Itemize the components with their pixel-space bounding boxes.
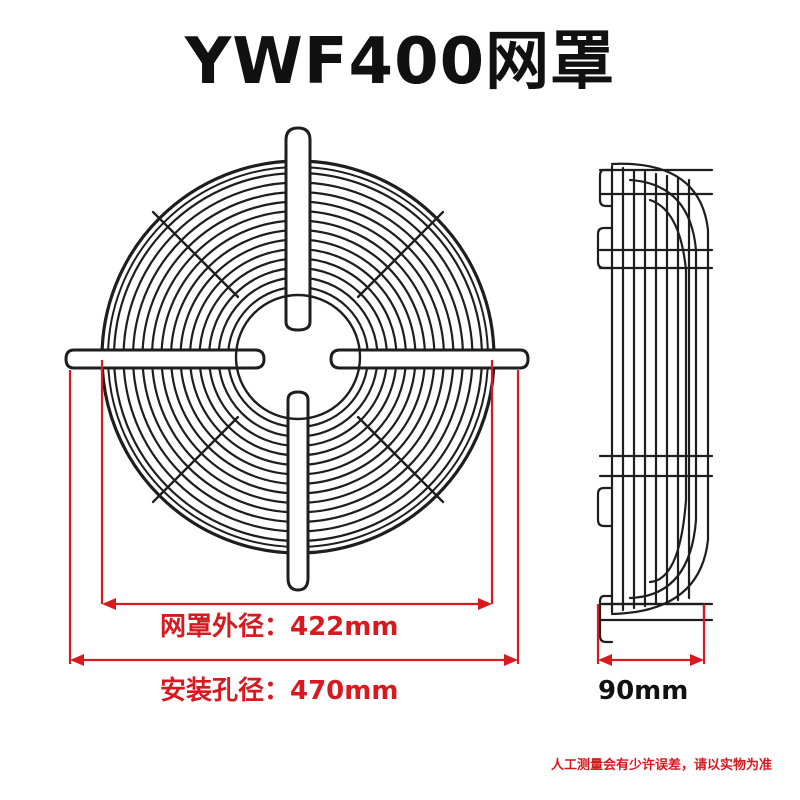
fan-guard-side-view bbox=[596, 162, 714, 644]
fan-guard-front-view bbox=[64, 126, 530, 592]
mount-tab-right bbox=[329, 348, 530, 370]
wire-spoke bbox=[151, 415, 240, 504]
mounting-hole-label: 安装孔径：470mm bbox=[160, 676, 399, 706]
product-title: YWF400网罩 bbox=[184, 25, 616, 99]
side-tab-upper bbox=[596, 226, 614, 270]
side-tab-top bbox=[598, 168, 614, 208]
mounting-hole-arrow bbox=[70, 654, 518, 666]
outer-diameter-arrow bbox=[102, 598, 492, 610]
mount-tab-top bbox=[284, 126, 312, 332]
side-base bbox=[602, 602, 706, 622]
center-opening bbox=[234, 293, 362, 421]
measurement-note: 人工测量会有少许误差，请以实物为准 bbox=[550, 758, 772, 773]
dimension-lines bbox=[68, 360, 706, 666]
depth-arrow bbox=[598, 654, 704, 666]
mount-tab-left bbox=[64, 348, 266, 370]
side-profile-inner bbox=[628, 178, 698, 600]
side-profile-inner2 bbox=[648, 198, 688, 584]
side-tab-bottom bbox=[598, 594, 614, 644]
wire-spoke bbox=[356, 210, 445, 299]
depth-label: 90mm bbox=[598, 676, 689, 706]
mount-tab-bottom bbox=[286, 390, 310, 592]
wire-spoke bbox=[356, 415, 445, 504]
diagonal-spokes bbox=[151, 210, 445, 504]
outer-diameter-label: 网罩外径：422mm bbox=[160, 612, 399, 642]
wire-spoke bbox=[151, 210, 240, 299]
side-tab-lower bbox=[596, 486, 614, 528]
